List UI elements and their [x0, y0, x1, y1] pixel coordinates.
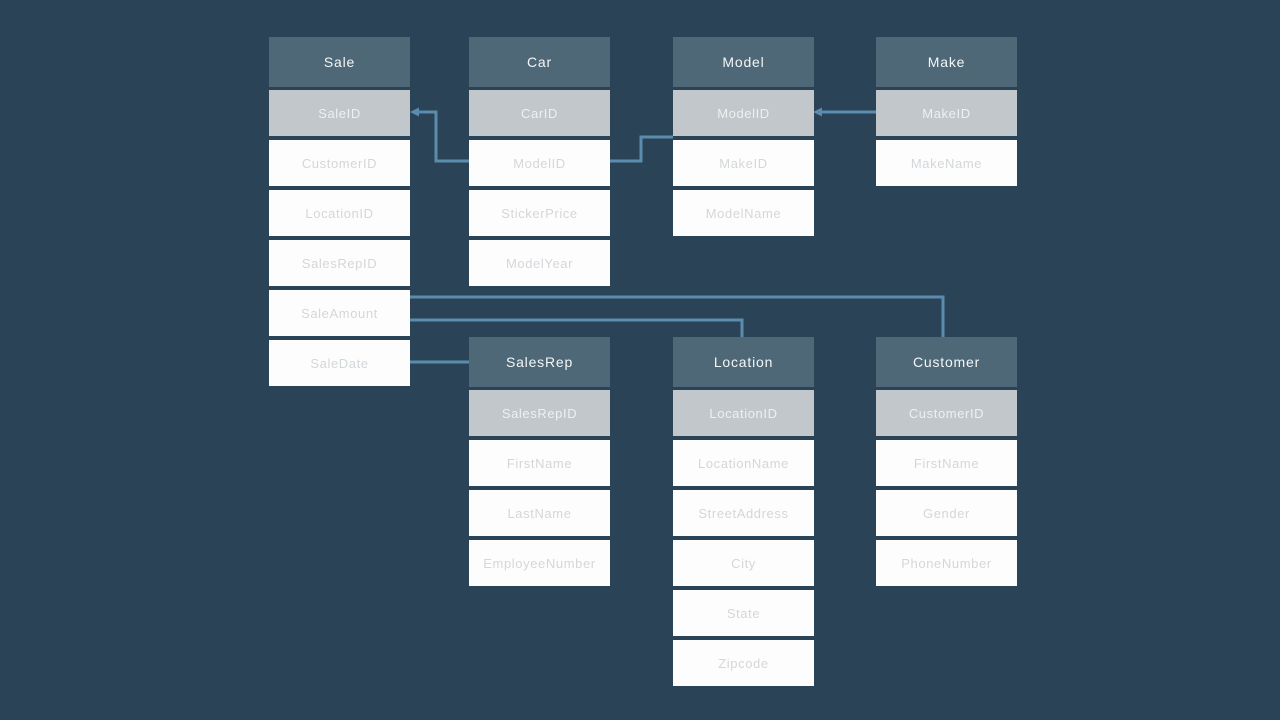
table-make[interactable]: Make MakeID MakeName — [876, 37, 1017, 190]
field-model-makeid: MakeID — [673, 140, 814, 186]
field-location-state: State — [673, 590, 814, 636]
field-model-modelid: ModelID — [673, 90, 814, 136]
table-customer-header: Customer — [876, 337, 1017, 387]
table-salesrep-header: SalesRep — [469, 337, 610, 387]
field-model-modelname: ModelName — [673, 190, 814, 236]
field-sale-salesrepid: SalesRepID — [269, 240, 410, 286]
table-model[interactable]: Model ModelID MakeID ModelName — [673, 37, 814, 240]
table-model-header: Model — [673, 37, 814, 87]
field-make-makeid: MakeID — [876, 90, 1017, 136]
field-customer-gender: Gender — [876, 490, 1017, 536]
field-salesrep-employeenumber: EmployeeNumber — [469, 540, 610, 586]
table-sale[interactable]: Sale SaleID CustomerID LocationID SalesR… — [269, 37, 410, 390]
field-salesrep-firstname: FirstName — [469, 440, 610, 486]
connector-sale-customer — [410, 295, 945, 341]
table-salesrep[interactable]: SalesRep SalesRepID FirstName LastName E… — [469, 337, 610, 590]
field-salesrep-lastname: LastName — [469, 490, 610, 536]
table-location-header: Location — [673, 337, 814, 387]
field-location-city: City — [673, 540, 814, 586]
connector-sale-car — [418, 110, 469, 163]
connector-sale-car-arrowhead — [410, 107, 419, 117]
field-customer-customerid: CustomerID — [876, 390, 1017, 436]
field-location-streetaddress: StreetAddress — [673, 490, 814, 536]
field-sale-customerid: CustomerID — [269, 140, 410, 186]
table-car[interactable]: Car CarID ModelID StickerPrice ModelYear — [469, 37, 610, 290]
table-customer[interactable]: Customer CustomerID FirstName Gender Pho… — [876, 337, 1017, 590]
field-sale-saledate: SaleDate — [269, 340, 410, 386]
field-salesrep-salesrepid: SalesRepID — [469, 390, 610, 436]
table-car-header: Car — [469, 37, 610, 87]
table-make-header: Make — [876, 37, 1017, 87]
table-sale-header: Sale — [269, 37, 410, 87]
connector-car-model — [610, 135, 673, 163]
field-customer-phonenumber: PhoneNumber — [876, 540, 1017, 586]
field-car-carid: CarID — [469, 90, 610, 136]
field-car-modelyear: ModelYear — [469, 240, 610, 286]
field-location-locationname: LocationName — [673, 440, 814, 486]
table-location[interactable]: Location LocationID LocationName StreetA… — [673, 337, 814, 690]
field-location-zipcode: Zipcode — [673, 640, 814, 686]
field-location-locationid: LocationID — [673, 390, 814, 436]
field-sale-saleamount: SaleAmount — [269, 290, 410, 336]
field-customer-firstname: FirstName — [876, 440, 1017, 486]
field-make-makename: MakeName — [876, 140, 1017, 186]
field-sale-saleid: SaleID — [269, 90, 410, 136]
field-car-stickerprice: StickerPrice — [469, 190, 610, 236]
field-car-modelid: ModelID — [469, 140, 610, 186]
connector-model-make-arrowhead — [813, 107, 822, 117]
field-sale-locationid: LocationID — [269, 190, 410, 236]
